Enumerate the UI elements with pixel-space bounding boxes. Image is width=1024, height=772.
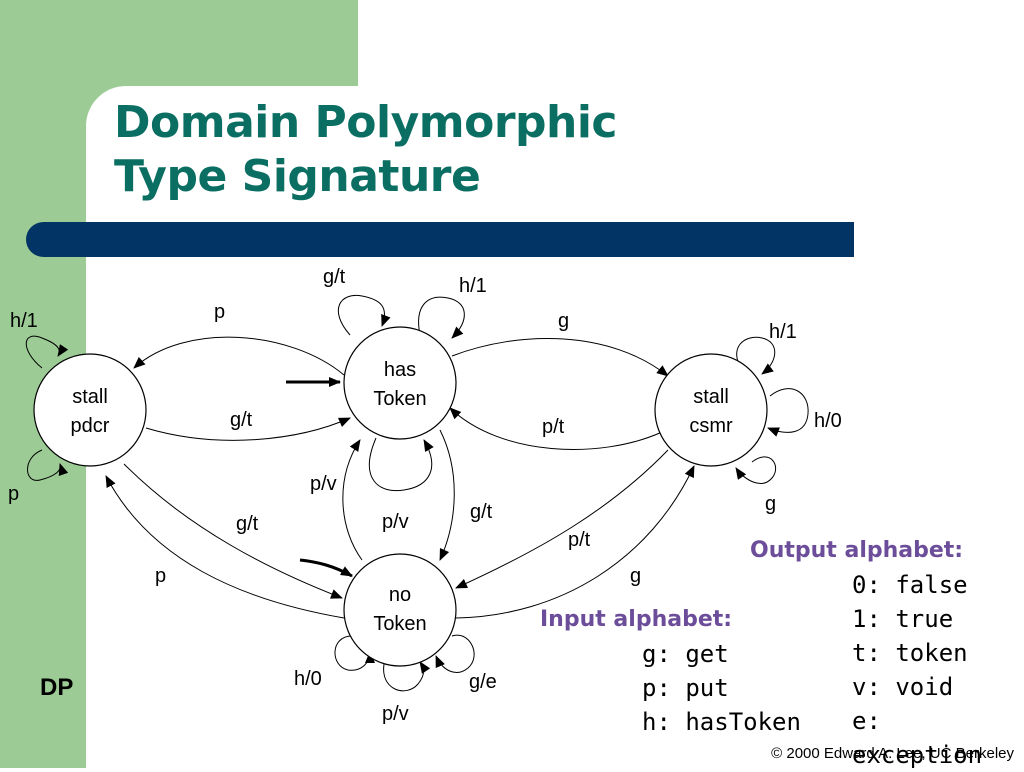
label-no-self-p: p/v [382,703,409,725]
output-alphabet-item: 1: true [852,605,954,633]
edge-csmr-to-has [449,407,663,450]
label-has-self-h: h/1 [459,275,487,297]
state-label-line2: Token [373,613,426,635]
state-label-line1: no [389,584,411,606]
slide-panel [86,86,1024,768]
edge-no-to-has [342,439,363,561]
loop-csmr-h0 [767,388,809,437]
label-csmr-to-has: p/t [542,416,565,438]
section-tag: DP [40,674,74,701]
state-label-line2: csmr [689,415,733,437]
label-pdcr-self-p: p [8,483,19,505]
loop-has-g [337,294,391,336]
state-no-token: no Token [343,553,457,667]
label-csmr-self-h1: h/1 [769,321,797,343]
label-has-self-loop-p: p/v [382,511,409,533]
label-no-self-g: g/e [469,671,497,693]
input-alphabet-list: g: get p: put h: hasToken [540,637,801,739]
state-stall-pdcr: stall pdcr [33,353,147,467]
input-alphabet-heading: Input alphabet: [540,607,733,632]
edge-pdcr-to-no [123,463,343,599]
label-pdcr-self-h: h/1 [10,310,38,332]
state-label-line1: stall [72,386,108,408]
loop-csmr-h1 [736,336,776,375]
label-csmr-to-no: p/t [568,529,591,551]
edge-has-to-no [439,429,455,561]
title-line-2: Type Signature [114,151,481,202]
output-alphabet-item: 0: false [852,571,968,599]
input-alphabet: Input alphabet: g: get p: put h: hasToke… [540,603,801,739]
label-no-to-has: p/v [310,473,337,495]
label-pdcr-to-has: g/t [230,409,253,431]
loop-has-p [369,437,434,492]
label-has-to-no: g/t [470,501,493,523]
output-alphabet-list: 0: false 1: true t: token v: void e: exc… [750,568,1024,772]
title-line-1: Domain Polymorphic [114,97,618,148]
input-alphabet-item: g: get [642,640,729,668]
output-alphabet-item: v: void [852,673,954,701]
state-label-line1: has [384,359,416,381]
edge-no-to-csmr [455,465,695,619]
label-csmr-self-g: g [765,493,776,515]
output-alphabet: Output alphabet: 0: false 1: true t: tok… [750,534,1024,772]
state-label-line2: Token [373,388,426,410]
initial-arrow-no [299,558,353,578]
loop-no-g [435,634,475,673]
input-alphabet-item: h: hasToken [642,708,801,736]
state-stall-csmr: stall csmr [654,353,768,467]
output-alphabet-item: t: token [852,639,968,667]
state-label-line2: pdcr [71,415,110,437]
edge-pdcr-to-has [145,417,351,441]
loop-no-h [334,635,375,671]
loop-has-h [418,296,465,339]
label-no-to-pdcr: p [155,565,166,587]
output-alphabet-heading: Output alphabet: [750,538,964,563]
label-pdcr-to-no: g/t [236,513,259,535]
state-label-line1: stall [693,386,729,408]
output-alphabet-item: e: exception [852,707,983,769]
loop-csmr-g [735,456,777,484]
edge-has-to-csmr [451,337,669,377]
input-alphabet-item: p: put [642,674,729,702]
copyright-notice: © 2000 Edward A. Lee, UC Berkeley [771,745,1014,762]
label-has-to-csmr: g [558,310,569,332]
label-has-self-g: g/t [323,266,346,288]
label-has-to-pdcr: p [214,301,225,323]
edge-no-to-pdcr [105,475,345,619]
loop-no-p [383,661,431,692]
edge-csmr-to-no [455,449,669,589]
label-no-to-csmr: g [630,565,641,587]
loop-pdcr-h [25,335,69,369]
loop-pdcr-p [27,449,69,481]
slide-title: Domain Polymorphic Type Signature [114,96,618,204]
title-divider-bar [26,222,854,257]
state-has-token: has Token [343,326,457,440]
label-csmr-self-h0: h/0 [814,410,842,432]
edge-has-to-pdcr [133,336,345,376]
label-no-self-h: h/0 [294,668,322,690]
